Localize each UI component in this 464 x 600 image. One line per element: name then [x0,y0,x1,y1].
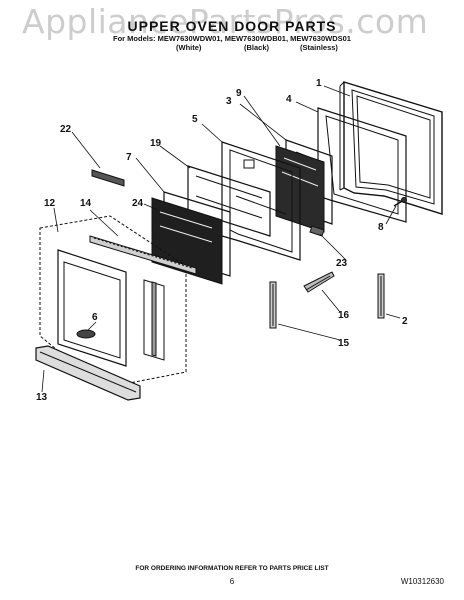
door-inner-panel [57,249,165,367]
variant-white: (White) [176,43,202,52]
insulation-panel-19 [187,165,271,237]
document-number: W10312630 [400,577,444,586]
callout-1: 1 [316,78,322,89]
callout-9: 9 [236,88,242,99]
callout-22: 22 [60,124,72,135]
callout-24: 24 [132,198,144,209]
callout-16: 16 [338,310,350,321]
top-trim-14 [89,235,197,275]
hinge-cover-22 [91,169,125,187]
callout-3: 3 [226,96,232,107]
page-number: 6 [229,577,235,586]
callout-14: 14 [80,198,92,209]
latch-2 [377,273,385,319]
hinge-16 [303,271,335,293]
callout-19: 19 [150,138,162,149]
page-title: UPPER OVEN DOOR PARTS [127,18,337,34]
door-handle-13 [35,345,141,401]
watermark: AppliancePartsPros.com [22,2,429,41]
variant-stainless: (Stainless) [300,43,338,52]
callout-23: 23 [336,258,348,269]
badge-6 [76,329,96,339]
callout-12: 12 [44,198,56,209]
callout-5: 5 [192,114,198,125]
ordering-note: FOR ORDERING INFORMATION REFER TO PARTS … [135,565,329,572]
variant-black: (Black) [244,43,270,52]
callout-numbers: 1 2 3 4 5 6 7 8 9 12 13 14 15 16 19 22 2… [36,78,408,403]
callout-4: 4 [286,94,292,105]
outer-door-frame [339,81,443,215]
inner-door-frame [317,107,407,223]
screw-8 [393,197,407,207]
door-assembly-12 [39,215,187,389]
hinge-arm-15 [269,281,277,329]
callout-15: 15 [338,338,350,349]
callout-8: 8 [378,222,384,233]
callout-13: 13 [36,392,48,403]
callout-6: 6 [92,312,98,323]
callout-7: 7 [126,152,132,163]
leader-lines [41,85,401,393]
model-numbers: For Models: MEW7630WDW01, MEW7630WDB01, … [113,34,351,43]
callout-2: 2 [402,316,408,327]
